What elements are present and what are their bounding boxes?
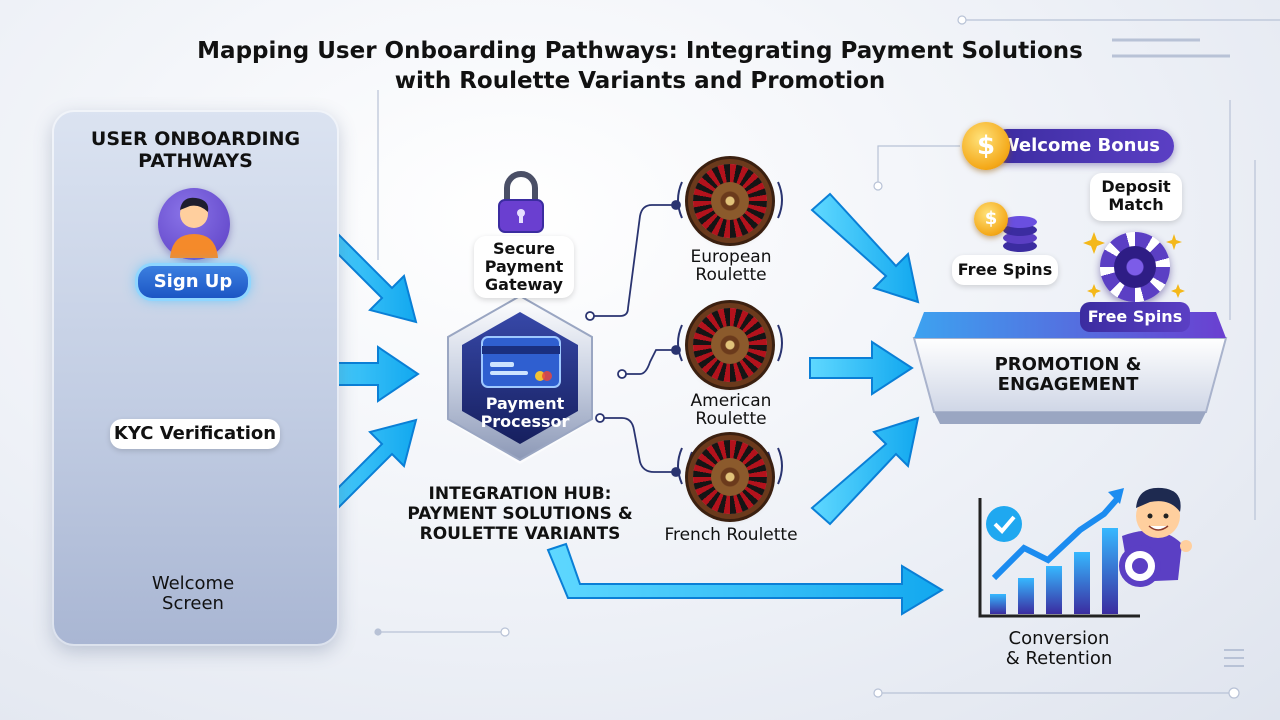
- european-line-2: Roulette: [695, 265, 767, 285]
- welcome-bonus-badge: Welcome Bonus: [990, 129, 1174, 163]
- kyc-verification-label: KYC Verification: [110, 419, 280, 449]
- welcome-screen-line-2: Screen: [162, 593, 224, 614]
- background-circuit-lines: [374, 15, 1280, 699]
- french-roulette-wheel-icon: [693, 440, 767, 514]
- wheel-motion-marks: [677, 181, 783, 485]
- conversion-retention-label: Conversion & Retention: [984, 629, 1134, 669]
- american-line-1: American: [690, 391, 772, 411]
- arrow-american-to-promo: [809, 340, 914, 396]
- coin-stack-icon: [1003, 216, 1037, 252]
- deposit-line-2: Match: [1108, 195, 1164, 214]
- gateway-line-2: Payment: [484, 257, 564, 276]
- deposit-match-label: Deposit Match: [1090, 173, 1182, 221]
- american-roulette-label: American Roulette: [651, 392, 811, 428]
- promo-line-1: PROMOTION &: [994, 354, 1142, 375]
- growth-chart-icon: [978, 488, 1140, 618]
- title-line-1: Mapping User Onboarding Pathways: Integr…: [197, 38, 1083, 64]
- hub-to-roulette-connectors: [585, 200, 681, 477]
- american-line-2: Roulette: [695, 409, 767, 429]
- arrow-european-to-promo: [810, 192, 920, 304]
- european-roulette-wheel-icon: [693, 164, 767, 238]
- payment-processor-label: Payment Processor: [466, 395, 584, 431]
- conversion-line-2: & Retention: [1005, 648, 1113, 669]
- onboarding-heading-line-1: USER ONBOARDING: [90, 128, 301, 150]
- padlock-icon: [498, 171, 544, 233]
- gateway-line-1: Secure: [493, 239, 555, 258]
- free-spins-label: Free Spins: [952, 255, 1058, 285]
- sign-up-button[interactable]: Sign Up: [138, 266, 248, 298]
- credit-card-icon: [481, 336, 561, 388]
- arrow-hub-to-conversion: [546, 542, 944, 616]
- sparkle-icons: [1083, 232, 1185, 298]
- processor-line-2: Processor: [480, 412, 570, 431]
- hub-label-line-2: PAYMENT SOLUTIONS &: [407, 504, 633, 524]
- hub-label-line-3: ROULETTE VARIANTS: [419, 524, 621, 544]
- arrows-into-promotion: [809, 192, 920, 526]
- gateway-line-3: Gateway: [485, 275, 563, 294]
- promo-line-2: ENGAGEMENT: [997, 374, 1139, 395]
- gold-coin-icon: $: [962, 122, 1010, 170]
- welcome-screen-line-1: Welcome: [151, 573, 235, 594]
- welcome-screen-label: Welcome Screen: [118, 574, 268, 614]
- mascot-character-icon: [1119, 487, 1192, 587]
- secure-payment-gateway-label: Secure Payment Gateway: [474, 236, 574, 298]
- onboarding-heading-line-2: PATHWAYS: [138, 150, 253, 172]
- integration-hub-label: INTEGRATION HUB: PAYMENT SOLUTIONS & ROU…: [400, 484, 640, 544]
- promotion-engagement-label: PROMOTION & ENGAGEMENT: [968, 355, 1168, 395]
- conversion-line-1: Conversion: [1008, 628, 1110, 649]
- american-roulette-wheel-icon: [693, 308, 767, 382]
- check-badge-icon: [986, 506, 1022, 542]
- title-line-2: with Roulette Variants and Promotion: [394, 68, 886, 94]
- european-roulette-label: European Roulette: [651, 248, 811, 284]
- european-line-1: European: [690, 247, 772, 267]
- casino-chip-icon: [1100, 232, 1170, 302]
- deposit-line-1: Deposit: [1101, 177, 1171, 196]
- hub-label-line-1: INTEGRATION HUB:: [428, 484, 612, 504]
- french-roulette-label: French Roulette: [664, 525, 798, 545]
- processor-line-1: Payment: [485, 394, 565, 413]
- onboarding-heading: USER ONBOARDING PATHWAYS: [52, 128, 339, 172]
- diagram-title: Mapping User Onboarding Pathways: Integr…: [140, 36, 1140, 96]
- free-spins-badge: Free Spins: [1080, 302, 1190, 332]
- arrow-french-to-promo: [810, 416, 920, 526]
- avatar-figure: [170, 197, 218, 258]
- small-gold-coin-icon: $: [974, 202, 1008, 236]
